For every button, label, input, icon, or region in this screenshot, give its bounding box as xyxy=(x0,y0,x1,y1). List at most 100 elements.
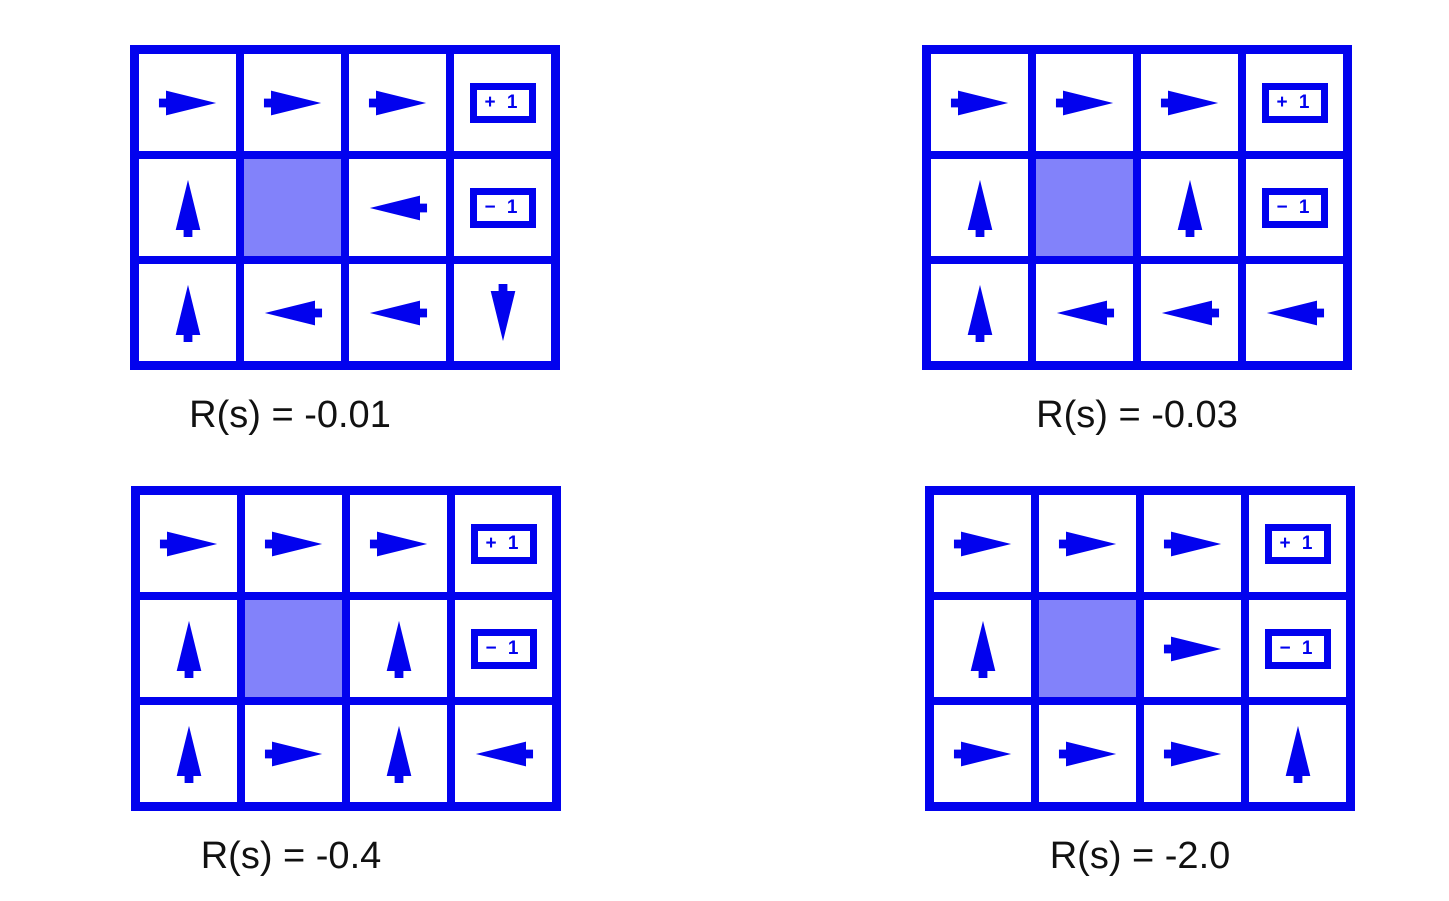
policy-cell xyxy=(1036,54,1133,151)
terminal-box: + 1 xyxy=(1261,82,1328,123)
policy-cell xyxy=(139,54,236,151)
arrow-right-icon xyxy=(368,90,426,115)
arrow-right-icon xyxy=(1163,741,1221,766)
arrow-right-icon xyxy=(1058,531,1116,556)
policy-cell xyxy=(1144,495,1241,592)
arrow-right-icon xyxy=(159,531,217,556)
policy-cell xyxy=(245,705,342,802)
wall-cell xyxy=(1039,600,1136,697)
policy-cell xyxy=(1249,705,1346,802)
policy-cell xyxy=(1141,159,1238,256)
terminal-minus-one-cell: − 1 xyxy=(454,159,551,256)
terminal-box: − 1 xyxy=(1264,628,1331,669)
policy-cell xyxy=(1144,705,1241,802)
arrow-right-icon xyxy=(1163,636,1221,661)
arrow-right-icon xyxy=(1055,90,1113,115)
policy-cell xyxy=(1036,264,1133,361)
policy-figure: + 1 − 1 R(s) = -2.0 xyxy=(925,486,1355,878)
policy-cell xyxy=(931,54,1028,151)
policy-cell xyxy=(1039,705,1136,802)
policy-cell xyxy=(139,159,236,256)
arrow-left-icon xyxy=(1056,300,1114,325)
policy-cell xyxy=(245,495,342,592)
policy-cell xyxy=(350,600,447,697)
terminal-minus-one-cell: − 1 xyxy=(1246,159,1343,256)
wall-cell xyxy=(1036,159,1133,256)
policy-cell xyxy=(350,705,447,802)
policy-cell xyxy=(350,495,447,592)
policy-cell xyxy=(139,264,236,361)
policy-cell xyxy=(140,600,237,697)
arrow-up-icon xyxy=(176,620,201,678)
arrow-right-icon xyxy=(950,90,1008,115)
policy-cell xyxy=(1246,264,1343,361)
arrow-up-icon xyxy=(386,620,411,678)
wall-cell xyxy=(245,600,342,697)
wall-cell xyxy=(244,159,341,256)
policy-cell xyxy=(244,54,341,151)
policy-cell xyxy=(1141,264,1238,361)
arrow-up-icon xyxy=(176,725,201,783)
policy-cell xyxy=(1144,600,1241,697)
terminal-box: + 1 xyxy=(470,523,537,564)
arrow-up-icon xyxy=(970,620,995,678)
arrow-left-icon xyxy=(1161,300,1219,325)
policy-figure: + 1 − 1 R(s) = -0.03 xyxy=(922,45,1352,437)
reward-label: R(s) = -0.03 xyxy=(1036,394,1238,436)
reward-label: R(s) = -0.4 xyxy=(200,835,382,877)
arrow-right-icon xyxy=(1163,531,1221,556)
arrow-left-icon xyxy=(475,741,533,766)
arrow-right-icon xyxy=(263,90,321,115)
terminal-minus-one-cell: − 1 xyxy=(455,600,552,697)
gridworld: + 1 − 1 xyxy=(922,45,1352,370)
policy-cell xyxy=(934,705,1031,802)
policy-cell xyxy=(454,264,551,361)
reward-label: R(s) = -0.01 xyxy=(189,394,391,436)
arrow-up-icon xyxy=(175,284,200,342)
policy-cell xyxy=(1039,495,1136,592)
policy-figure: + 1 − 1 R(s) = -0.01 xyxy=(130,45,560,437)
arrow-left-icon xyxy=(264,300,322,325)
terminal-box: + 1 xyxy=(469,82,536,123)
policy-cell xyxy=(934,600,1031,697)
arrow-right-icon xyxy=(264,531,322,556)
terminal-plus-one-cell: + 1 xyxy=(1249,495,1346,592)
policy-cell xyxy=(349,54,446,151)
arrow-right-icon xyxy=(264,741,322,766)
terminal-plus-one-cell: + 1 xyxy=(454,54,551,151)
policy-cell xyxy=(931,264,1028,361)
arrow-left-icon xyxy=(369,300,427,325)
terminal-box: − 1 xyxy=(469,187,536,228)
arrow-left-icon xyxy=(369,195,427,220)
gridworld: + 1 − 1 xyxy=(925,486,1355,811)
policy-cell xyxy=(1141,54,1238,151)
arrow-right-icon xyxy=(1058,741,1116,766)
terminal-minus-one-cell: − 1 xyxy=(1249,600,1346,697)
policy-cell xyxy=(931,159,1028,256)
arrow-up-icon xyxy=(967,284,992,342)
arrow-right-icon xyxy=(953,531,1011,556)
arrow-up-icon xyxy=(175,179,200,237)
arrow-up-icon xyxy=(386,725,411,783)
terminal-plus-one-cell: + 1 xyxy=(1246,54,1343,151)
terminal-box: − 1 xyxy=(1261,187,1328,228)
arrow-left-icon xyxy=(1266,300,1324,325)
terminal-box: + 1 xyxy=(1264,523,1331,564)
arrow-up-icon xyxy=(1285,725,1310,783)
arrow-right-icon xyxy=(158,90,216,115)
reward-label: R(s) = -2.0 xyxy=(1049,835,1231,877)
gridworld: + 1 − 1 xyxy=(130,45,560,370)
policy-cell xyxy=(934,495,1031,592)
policy-cell xyxy=(455,705,552,802)
policy-cell xyxy=(140,495,237,592)
arrow-up-icon xyxy=(1177,179,1202,237)
policy-cell xyxy=(140,705,237,802)
policy-figure: + 1 − 1 R(s) = -0.4 xyxy=(131,486,561,878)
terminal-plus-one-cell: + 1 xyxy=(455,495,552,592)
arrow-down-icon xyxy=(490,283,515,341)
policy-cell xyxy=(349,159,446,256)
gridworld: + 1 − 1 xyxy=(131,486,561,811)
arrow-right-icon xyxy=(1160,90,1218,115)
arrow-right-icon xyxy=(953,741,1011,766)
arrow-up-icon xyxy=(967,179,992,237)
